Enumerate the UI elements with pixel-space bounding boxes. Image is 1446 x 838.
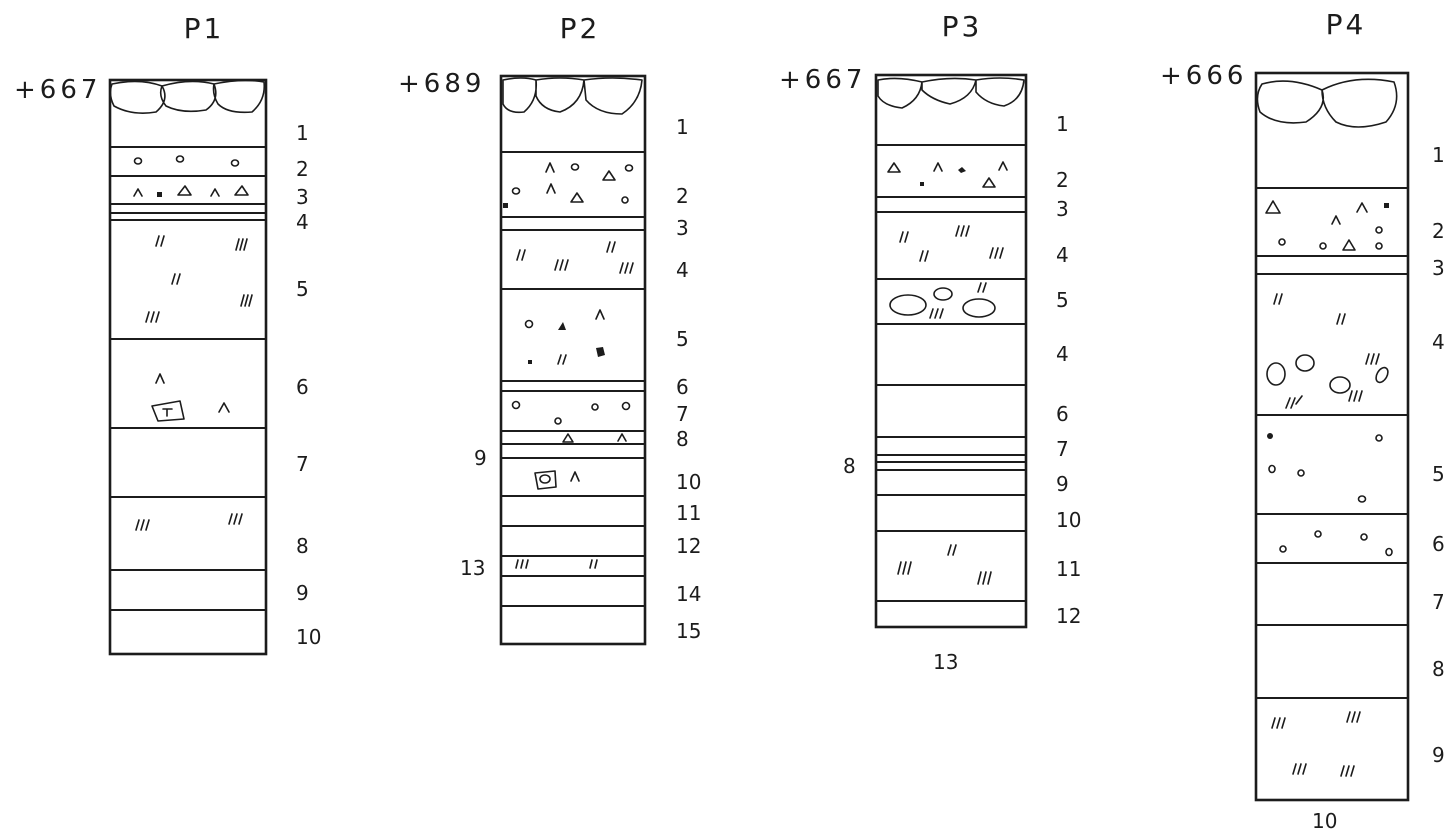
layer-label: 6: [676, 375, 689, 399]
layer-label: 12: [1056, 604, 1081, 628]
layer-label: 5: [1432, 462, 1445, 486]
profile-p4-column: [1254, 71, 1410, 802]
layer-label: 13: [933, 650, 958, 674]
mixed-debris-symbol: [524, 309, 605, 365]
pebbles-symbol: [133, 155, 240, 167]
layer-label: 9: [1432, 743, 1445, 767]
layer-label: 9: [474, 446, 487, 470]
layer-label: 6: [1056, 402, 1069, 426]
layer-label: 8: [296, 534, 309, 558]
profile-p4-elevation: +666: [1160, 61, 1247, 91]
boulders-symbol: [109, 79, 266, 114]
boulders-symbol: [877, 77, 1025, 109]
layer-label: 2: [1432, 219, 1445, 243]
hatch-symbol: [897, 544, 992, 585]
angular-debris-symbol: [887, 161, 1008, 188]
layer-label: 12: [676, 534, 701, 558]
layer-label: 1: [296, 121, 309, 145]
layer-label: 10: [676, 470, 701, 494]
layer-label: 6: [1432, 532, 1445, 556]
profile-p2-title: P2: [560, 12, 601, 45]
layer-label: 4: [296, 210, 309, 234]
mixed-debris-symbol: [503, 162, 634, 208]
layer-label: 8: [843, 454, 856, 478]
pebbles-symbol: [511, 400, 631, 443]
hatch-symbol: [1271, 711, 1361, 777]
layer-label: 1: [1432, 143, 1445, 167]
angular-debris-symbol: [534, 470, 580, 490]
profile-p3-elevation: +667: [779, 65, 866, 95]
cobbles-symbol: [889, 282, 996, 319]
layer-label: 7: [1056, 437, 1069, 461]
layer-label: 3: [676, 216, 689, 240]
mixed-debris-symbol: [1265, 200, 1389, 251]
layer-label: 14: [676, 582, 701, 606]
layer-label: 15: [676, 619, 701, 643]
layer-label: 10: [296, 625, 321, 649]
profile-p3: P3 +667: [779, 10, 1081, 674]
profile-p2-elevation: +689: [398, 69, 485, 99]
hatch-symbol: [516, 241, 634, 274]
boulders-symbol: [502, 77, 643, 115]
layer-label: 2: [296, 157, 309, 181]
angular-debris-symbol: [133, 185, 249, 197]
layer-label: 8: [676, 427, 689, 451]
layer-label: 8: [1432, 657, 1445, 681]
layer-label: 1: [676, 115, 689, 139]
boulders-symbol: [1256, 78, 1398, 128]
layer-label: 4: [676, 258, 689, 282]
profile-p2-column: [499, 74, 647, 646]
layer-label: 5: [296, 277, 309, 301]
layer-label: 2: [1056, 168, 1069, 192]
cobbles-symbol: [1266, 293, 1389, 409]
layer-label: 10: [1312, 809, 1337, 833]
layer-label: 9: [296, 581, 309, 605]
profile-p1-elevation: +667: [14, 75, 101, 105]
hatch-symbol: [899, 225, 1004, 262]
profile-p3-column: [874, 73, 1028, 629]
hatch-symbol: [145, 235, 253, 323]
layer-label: 4: [1432, 330, 1445, 354]
layer-label: 4: [1056, 342, 1069, 366]
profile-p4: P4 +666: [1160, 8, 1445, 833]
profile-p1-column: [108, 78, 268, 656]
layer-label: 3: [296, 185, 309, 209]
hatch-symbol: [135, 513, 243, 531]
layer-label: 3: [1432, 256, 1445, 280]
profile-p4-title: P4: [1326, 8, 1367, 41]
layer-label: 11: [676, 501, 701, 525]
hatch-symbol: [515, 559, 598, 569]
profile-p3-title: P3: [942, 10, 983, 43]
layer-label: 6: [296, 375, 309, 399]
layer-label: 1: [1056, 112, 1069, 136]
pebbles-symbol: [1267, 433, 1393, 557]
layer-label: 7: [296, 452, 309, 476]
layer-label: 2: [676, 184, 689, 208]
layer-label: 7: [676, 402, 689, 426]
layer-label: 5: [676, 327, 689, 351]
profile-p1-title: P1: [184, 12, 225, 45]
layer-label: 7: [1432, 590, 1445, 614]
layer-label: 5: [1056, 288, 1069, 312]
layer-label: 3: [1056, 197, 1069, 221]
layer-label: 9: [1056, 472, 1069, 496]
layer-label: 10: [1056, 508, 1081, 532]
layer-label: 4: [1056, 243, 1069, 267]
layer-label: 11: [1056, 557, 1081, 581]
profile-p2: P2 +689: [398, 12, 701, 646]
angular-debris-symbol: [151, 373, 230, 422]
profile-p1: P1 +667: [14, 12, 321, 656]
layer-label: 13: [460, 556, 485, 580]
